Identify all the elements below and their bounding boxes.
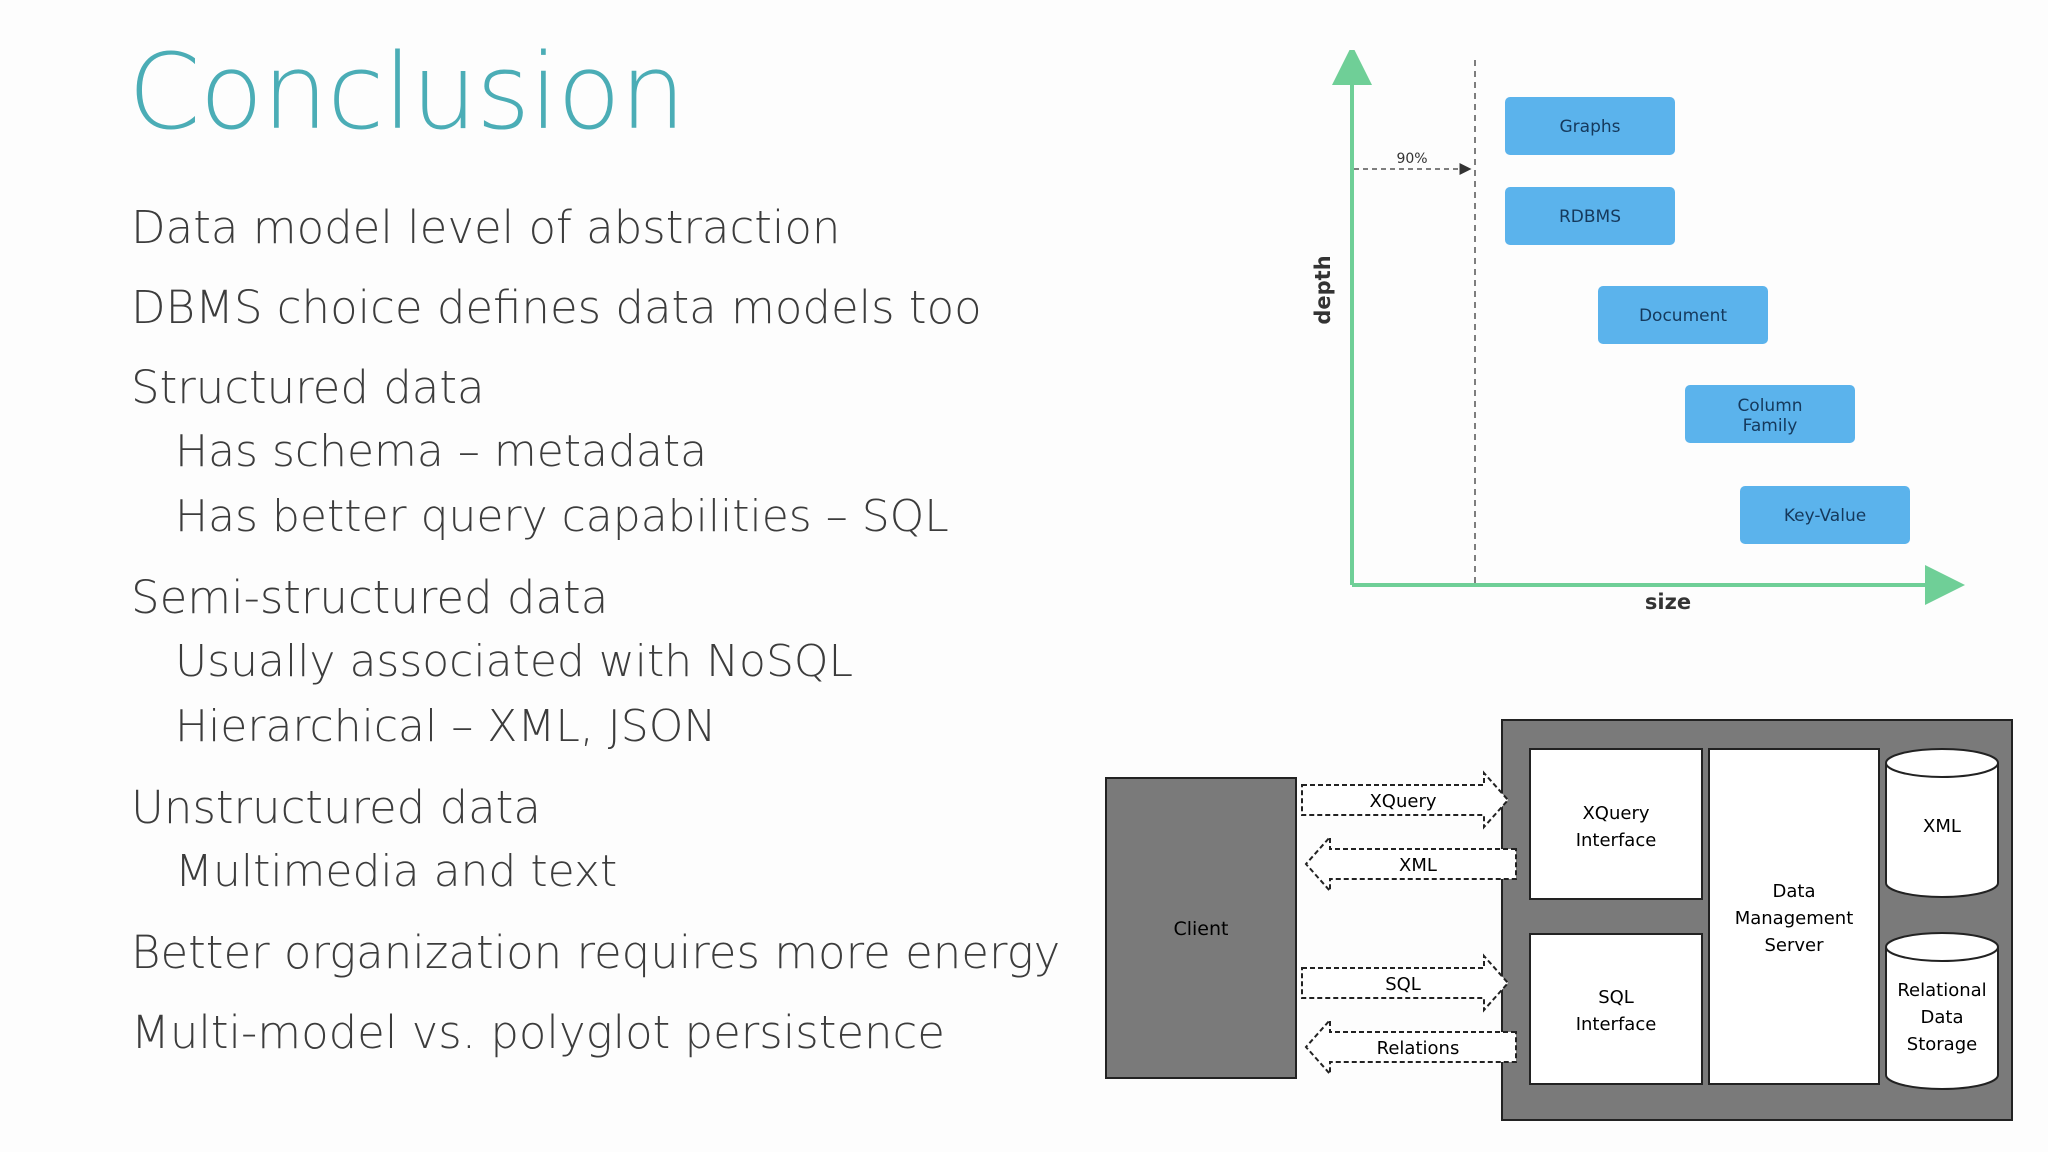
y-axis-label: depth: [1311, 255, 1335, 324]
server-label: Server: [1764, 935, 1824, 956]
sub-bullet-item: Usually associated with NoSQL: [175, 636, 854, 687]
box-label: Key-Value: [1784, 506, 1866, 526]
depth-size-diagram: 90% depth size Graphs RDBMS Document Col…: [1300, 45, 1990, 630]
sql-interface-box: SQL Interface: [1529, 933, 1703, 1085]
threshold-label: 90%: [1396, 151, 1427, 167]
box-rdbms: RDBMS: [1505, 187, 1675, 245]
interface-label: Interface: [1576, 830, 1657, 851]
arrow-xquery: XQuery: [1301, 770, 1510, 830]
relational-storage-cylinder: Relational Data Storage: [1885, 932, 1999, 1090]
storage-label: Storage: [1907, 1034, 1977, 1055]
architecture-diagram: Client XQuery XML SQL Relations XQue: [1100, 715, 2020, 1125]
interface-label: SQL: [1598, 987, 1634, 1008]
bullet-item: Multi-model vs. polyglot persistence: [131, 1006, 945, 1059]
bullet-item: Data model level of abstraction: [131, 201, 841, 254]
bullet-item: Structured data: [131, 361, 485, 414]
bullet-item: DBMS choice defines data models too: [131, 281, 982, 334]
storage-label: XML: [1923, 816, 1961, 837]
box-label: RDBMS: [1559, 207, 1621, 227]
sub-bullet-item: Has better query capabilities – SQL: [175, 491, 949, 542]
depth-size-svg: 90% depth size Graphs RDBMS Document Col…: [1311, 45, 1965, 614]
box-label: Document: [1639, 306, 1727, 326]
xquery-interface-box: XQuery Interface: [1529, 748, 1703, 900]
bullet-item: Better organization requires more energy: [131, 926, 1061, 979]
arrow-sql: SQL: [1301, 953, 1510, 1013]
interface-label: XQuery: [1582, 803, 1649, 824]
xml-storage-cylinder: XML: [1885, 748, 1999, 898]
server-label: Data: [1773, 881, 1816, 902]
arrow-xml: XML: [1304, 834, 1517, 894]
bullet-item: Unstructured data: [131, 781, 541, 834]
x-axis-label: size: [1645, 590, 1691, 614]
client-label: Client: [1173, 918, 1228, 940]
storage-label: Relational: [1897, 980, 1986, 1001]
architecture-svg: Client XQuery XML SQL Relations XQue: [1105, 719, 2013, 1121]
slide-title: Conclusion: [128, 31, 686, 153]
arrow-label: XML: [1399, 855, 1437, 876]
box-document: Document: [1598, 286, 1768, 344]
sub-bullet-item: Multimedia and text: [175, 846, 618, 897]
bullet-item: Semi-structured data: [131, 571, 609, 624]
arrow-label: Relations: [1377, 1038, 1460, 1059]
interface-label: Interface: [1576, 1014, 1657, 1035]
arrow-label: SQL: [1385, 974, 1421, 995]
box-key-value: Key-Value: [1740, 486, 1910, 544]
box-label: Graphs: [1559, 117, 1620, 137]
storage-label: Data: [1921, 1007, 1964, 1028]
data-management-server-box: Data Management Server: [1708, 748, 1880, 1085]
sub-bullet-item: Hierarchical – XML, JSON: [175, 701, 717, 752]
arrow-relations: Relations: [1304, 1017, 1517, 1077]
client-box: [1105, 777, 1297, 1079]
arrow-label: XQuery: [1369, 791, 1436, 812]
sub-bullet-item: Has schema – metadata: [175, 426, 708, 477]
box-graphs: Graphs: [1505, 97, 1675, 155]
server-label: Management: [1735, 908, 1854, 929]
